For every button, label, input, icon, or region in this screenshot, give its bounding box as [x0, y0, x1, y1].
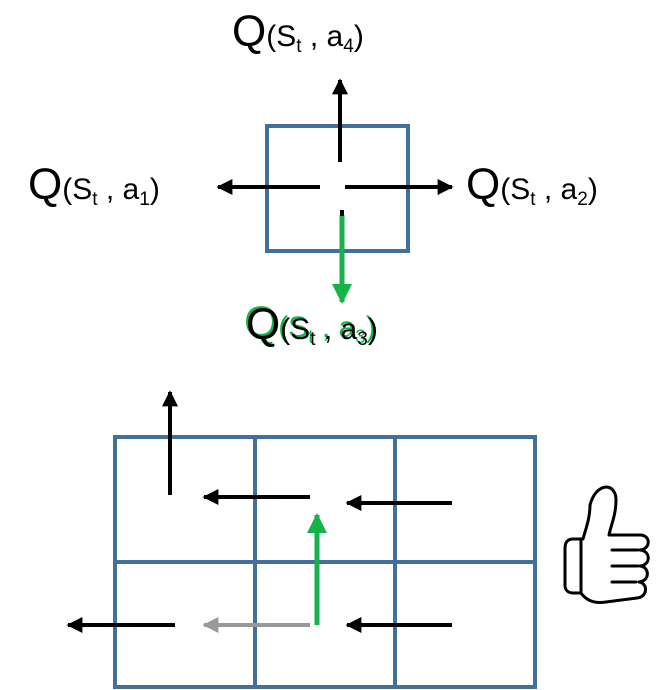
state-symbol: S	[276, 20, 297, 53]
q-symbol: Q	[28, 160, 63, 209]
close-paren: )	[587, 173, 598, 206]
thumbs-up-icon	[563, 485, 650, 604]
close-paren: )	[149, 173, 160, 206]
grid-cell	[393, 435, 537, 564]
action-subscript: 4	[343, 36, 354, 57]
action-subscript: 2	[577, 189, 588, 210]
close-paren: )	[353, 20, 364, 53]
state-subscript: t	[296, 36, 302, 57]
action-symbol: a	[326, 20, 344, 53]
q-label-left: Q(St , a1)	[28, 160, 160, 210]
open-paren: (	[266, 20, 277, 53]
open-paren: (	[500, 173, 511, 206]
state-symbol: S	[72, 173, 93, 206]
action-symbol: a	[560, 173, 578, 206]
q-label-up: Q(St , a4)	[232, 7, 364, 57]
q-symbol: Q	[246, 300, 281, 349]
open-paren: (	[62, 173, 73, 206]
separator: ,	[315, 313, 341, 346]
q-args: (St , a1)	[62, 173, 160, 210]
state-symbol: S	[510, 173, 531, 206]
grid-cell	[113, 435, 257, 564]
action-subscript: 1	[139, 189, 150, 210]
q-label-down-best: Q(St , a3)	[246, 300, 378, 350]
state-subscript: t	[92, 189, 98, 210]
state-subscript: t	[310, 329, 316, 350]
q-args: (St , a2)	[500, 173, 598, 210]
action-subscript: 3	[357, 329, 368, 350]
open-paren: (	[280, 313, 291, 346]
close-paren: )	[367, 313, 378, 346]
separator: ,	[301, 20, 327, 53]
grid-world	[113, 435, 537, 689]
separator: ,	[97, 173, 123, 206]
action-symbol: a	[122, 173, 140, 206]
grid-cell	[253, 435, 397, 564]
q-symbol: Q	[232, 7, 267, 56]
q-args: (St , a3)	[280, 313, 378, 350]
q-label-right: Q(St , a2)	[466, 160, 598, 210]
state-subscript: t	[530, 189, 536, 210]
state-symbol: S	[290, 313, 311, 346]
q-symbol: Q	[466, 160, 501, 209]
separator: ,	[535, 173, 561, 206]
action-symbol: a	[340, 313, 358, 346]
q-args: (St , a4)	[266, 20, 364, 57]
